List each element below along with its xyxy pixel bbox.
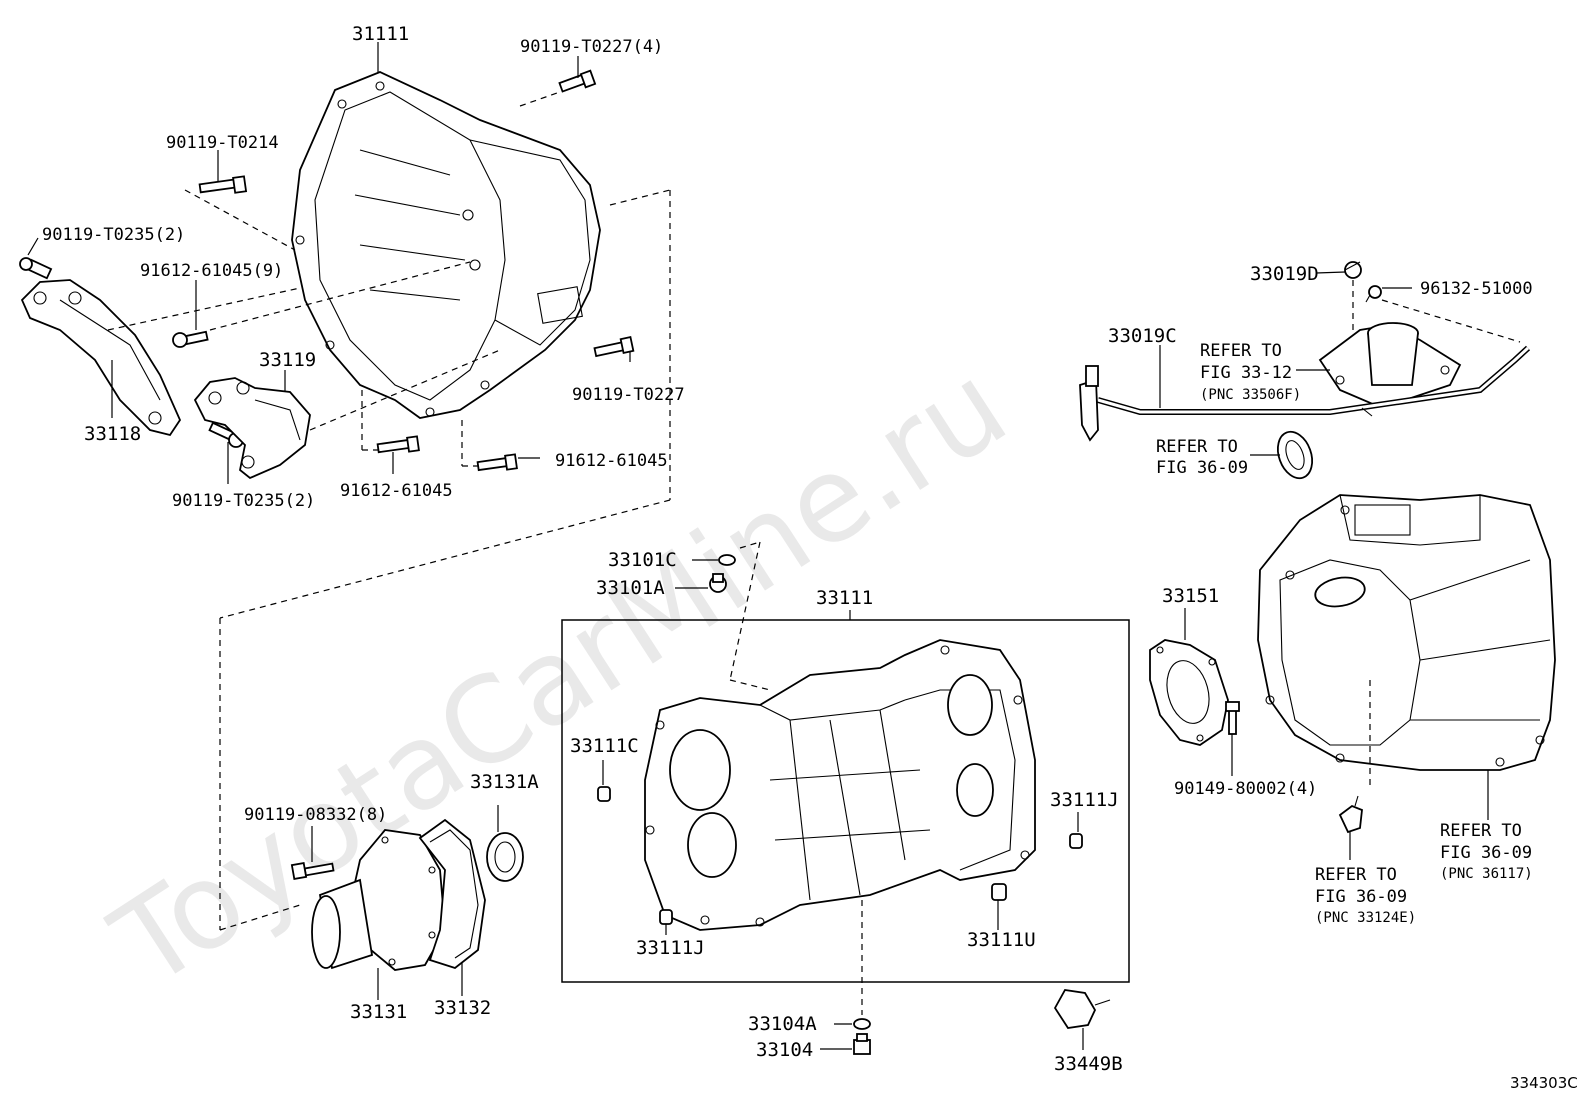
bolt-91612-61045-b xyxy=(476,453,518,472)
label-91612-61045-b: 91612-61045 xyxy=(555,451,668,471)
bolt-90149-80002-4 xyxy=(1225,701,1240,735)
part-labels: 31111 90119-T0227(4) 90119-T0214 90119-T… xyxy=(42,23,1578,1092)
clip-33449B xyxy=(1053,989,1111,1050)
label-33151: 33151 xyxy=(1162,585,1219,607)
filler-plug-parts xyxy=(709,554,736,593)
center-leaders xyxy=(602,541,1079,1050)
label-90119-t0227: 90119-T0227 xyxy=(572,385,685,405)
drain-plug-parts xyxy=(853,1018,871,1055)
label-refer-33124E-line3: (PNC 33124E) xyxy=(1315,910,1416,926)
rear-bearing-retainer-33151 xyxy=(1149,639,1229,746)
label-refer-33-12-line1: REFER TO xyxy=(1200,341,1282,361)
label-90119-08332-8: 90119-08332(8) xyxy=(244,805,387,825)
label-refer-33-12-line2: FIG 33-12 xyxy=(1200,363,1292,383)
label-90119-t0235-2-left: 90119-T0235(2) xyxy=(42,225,185,245)
sensor-fig-36-09 xyxy=(1338,795,1363,834)
top-left-leaders xyxy=(27,42,671,931)
label-refer-36-09-top-line2: FIG 36-09 xyxy=(1156,458,1248,478)
label-31111-top: 31111 xyxy=(352,23,409,45)
bolt-91612-61045-a xyxy=(376,435,420,454)
label-33019D: 33019D xyxy=(1250,263,1319,285)
label-90149-80002-4: 90149-80002(4) xyxy=(1174,779,1317,799)
label-33101A: 33101A xyxy=(596,577,665,599)
case-group-box xyxy=(561,619,1130,983)
diagram-code: 334303C xyxy=(1510,1074,1578,1092)
label-33119: 33119 xyxy=(259,349,316,371)
label-33111-box: 33111 xyxy=(816,587,873,609)
extension-housing xyxy=(1257,494,1556,771)
label-refer-33124E-line2: FIG 36-09 xyxy=(1315,887,1407,907)
label-33101C: 33101C xyxy=(608,549,677,571)
bracket-33118 xyxy=(19,257,182,437)
label-33132: 33132 xyxy=(434,997,491,1019)
front-bearing-retainer-33131 xyxy=(311,829,446,971)
top-right-leaders xyxy=(1159,271,1521,456)
label-33104: 33104 xyxy=(756,1039,813,1061)
label-33111J-left: 33111J xyxy=(636,937,705,959)
label-33104A: 33104A xyxy=(748,1013,817,1035)
bolt-90119-t0227-4 xyxy=(558,69,597,93)
label-33111J-right: 33111J xyxy=(1050,789,1119,811)
label-90119-t0235-2-bottom: 90119-T0235(2) xyxy=(172,491,315,511)
oil-seal-33131A xyxy=(486,832,524,882)
label-33118: 33118 xyxy=(84,423,141,445)
label-33131A: 33131A xyxy=(470,771,539,793)
label-33111C: 33111C xyxy=(570,735,639,757)
label-refer-36117-line1: REFER TO xyxy=(1440,821,1522,841)
label-33111U: 33111U xyxy=(967,929,1036,951)
bolt-90119-t0227 xyxy=(593,336,635,358)
transmission-case xyxy=(644,639,1036,931)
shift-lever-retainer xyxy=(1318,322,1462,406)
label-refer-36117-line2: FIG 36-09 xyxy=(1440,843,1532,863)
bottom-left-leaders xyxy=(311,805,499,1000)
label-90119-t0214: 90119-T0214 xyxy=(166,133,279,153)
bolt-90119-08332-8 xyxy=(290,862,335,880)
label-refer-33-12-line3: (PNC 33506F) xyxy=(1200,387,1301,403)
label-96132-51000: 96132-51000 xyxy=(1420,279,1533,299)
label-91612-61045-9: 91612-61045(9) xyxy=(140,261,283,281)
right-leaders xyxy=(1184,608,1489,860)
bolt-91612-61045-9 xyxy=(172,330,209,348)
label-90119-t0227-4: 90119-T0227(4) xyxy=(520,37,663,57)
shift-rod-33019C xyxy=(1079,345,1531,442)
boot-fig-36-09 xyxy=(1276,430,1314,480)
label-33131: 33131 xyxy=(350,1001,407,1023)
label-33019C: 33019C xyxy=(1108,325,1177,347)
clutch-housing xyxy=(291,71,601,419)
bracket-33119 xyxy=(193,377,311,480)
label-refer-36117-line3: (PNC 36117) xyxy=(1440,866,1533,882)
label-refer-36-09-top-line1: REFER TO xyxy=(1156,437,1238,457)
part-96132-51000 xyxy=(1365,285,1382,303)
clip-33019D xyxy=(1344,261,1362,279)
dowel-pins xyxy=(597,786,1083,925)
bolt-90119-t0214 xyxy=(198,175,248,194)
gasket-33132 xyxy=(418,818,486,970)
label-91612-61045-a: 91612-61045 xyxy=(340,481,453,501)
label-33449B: 33449B xyxy=(1054,1053,1123,1075)
label-refer-33124E-line1: REFER TO xyxy=(1315,865,1397,885)
